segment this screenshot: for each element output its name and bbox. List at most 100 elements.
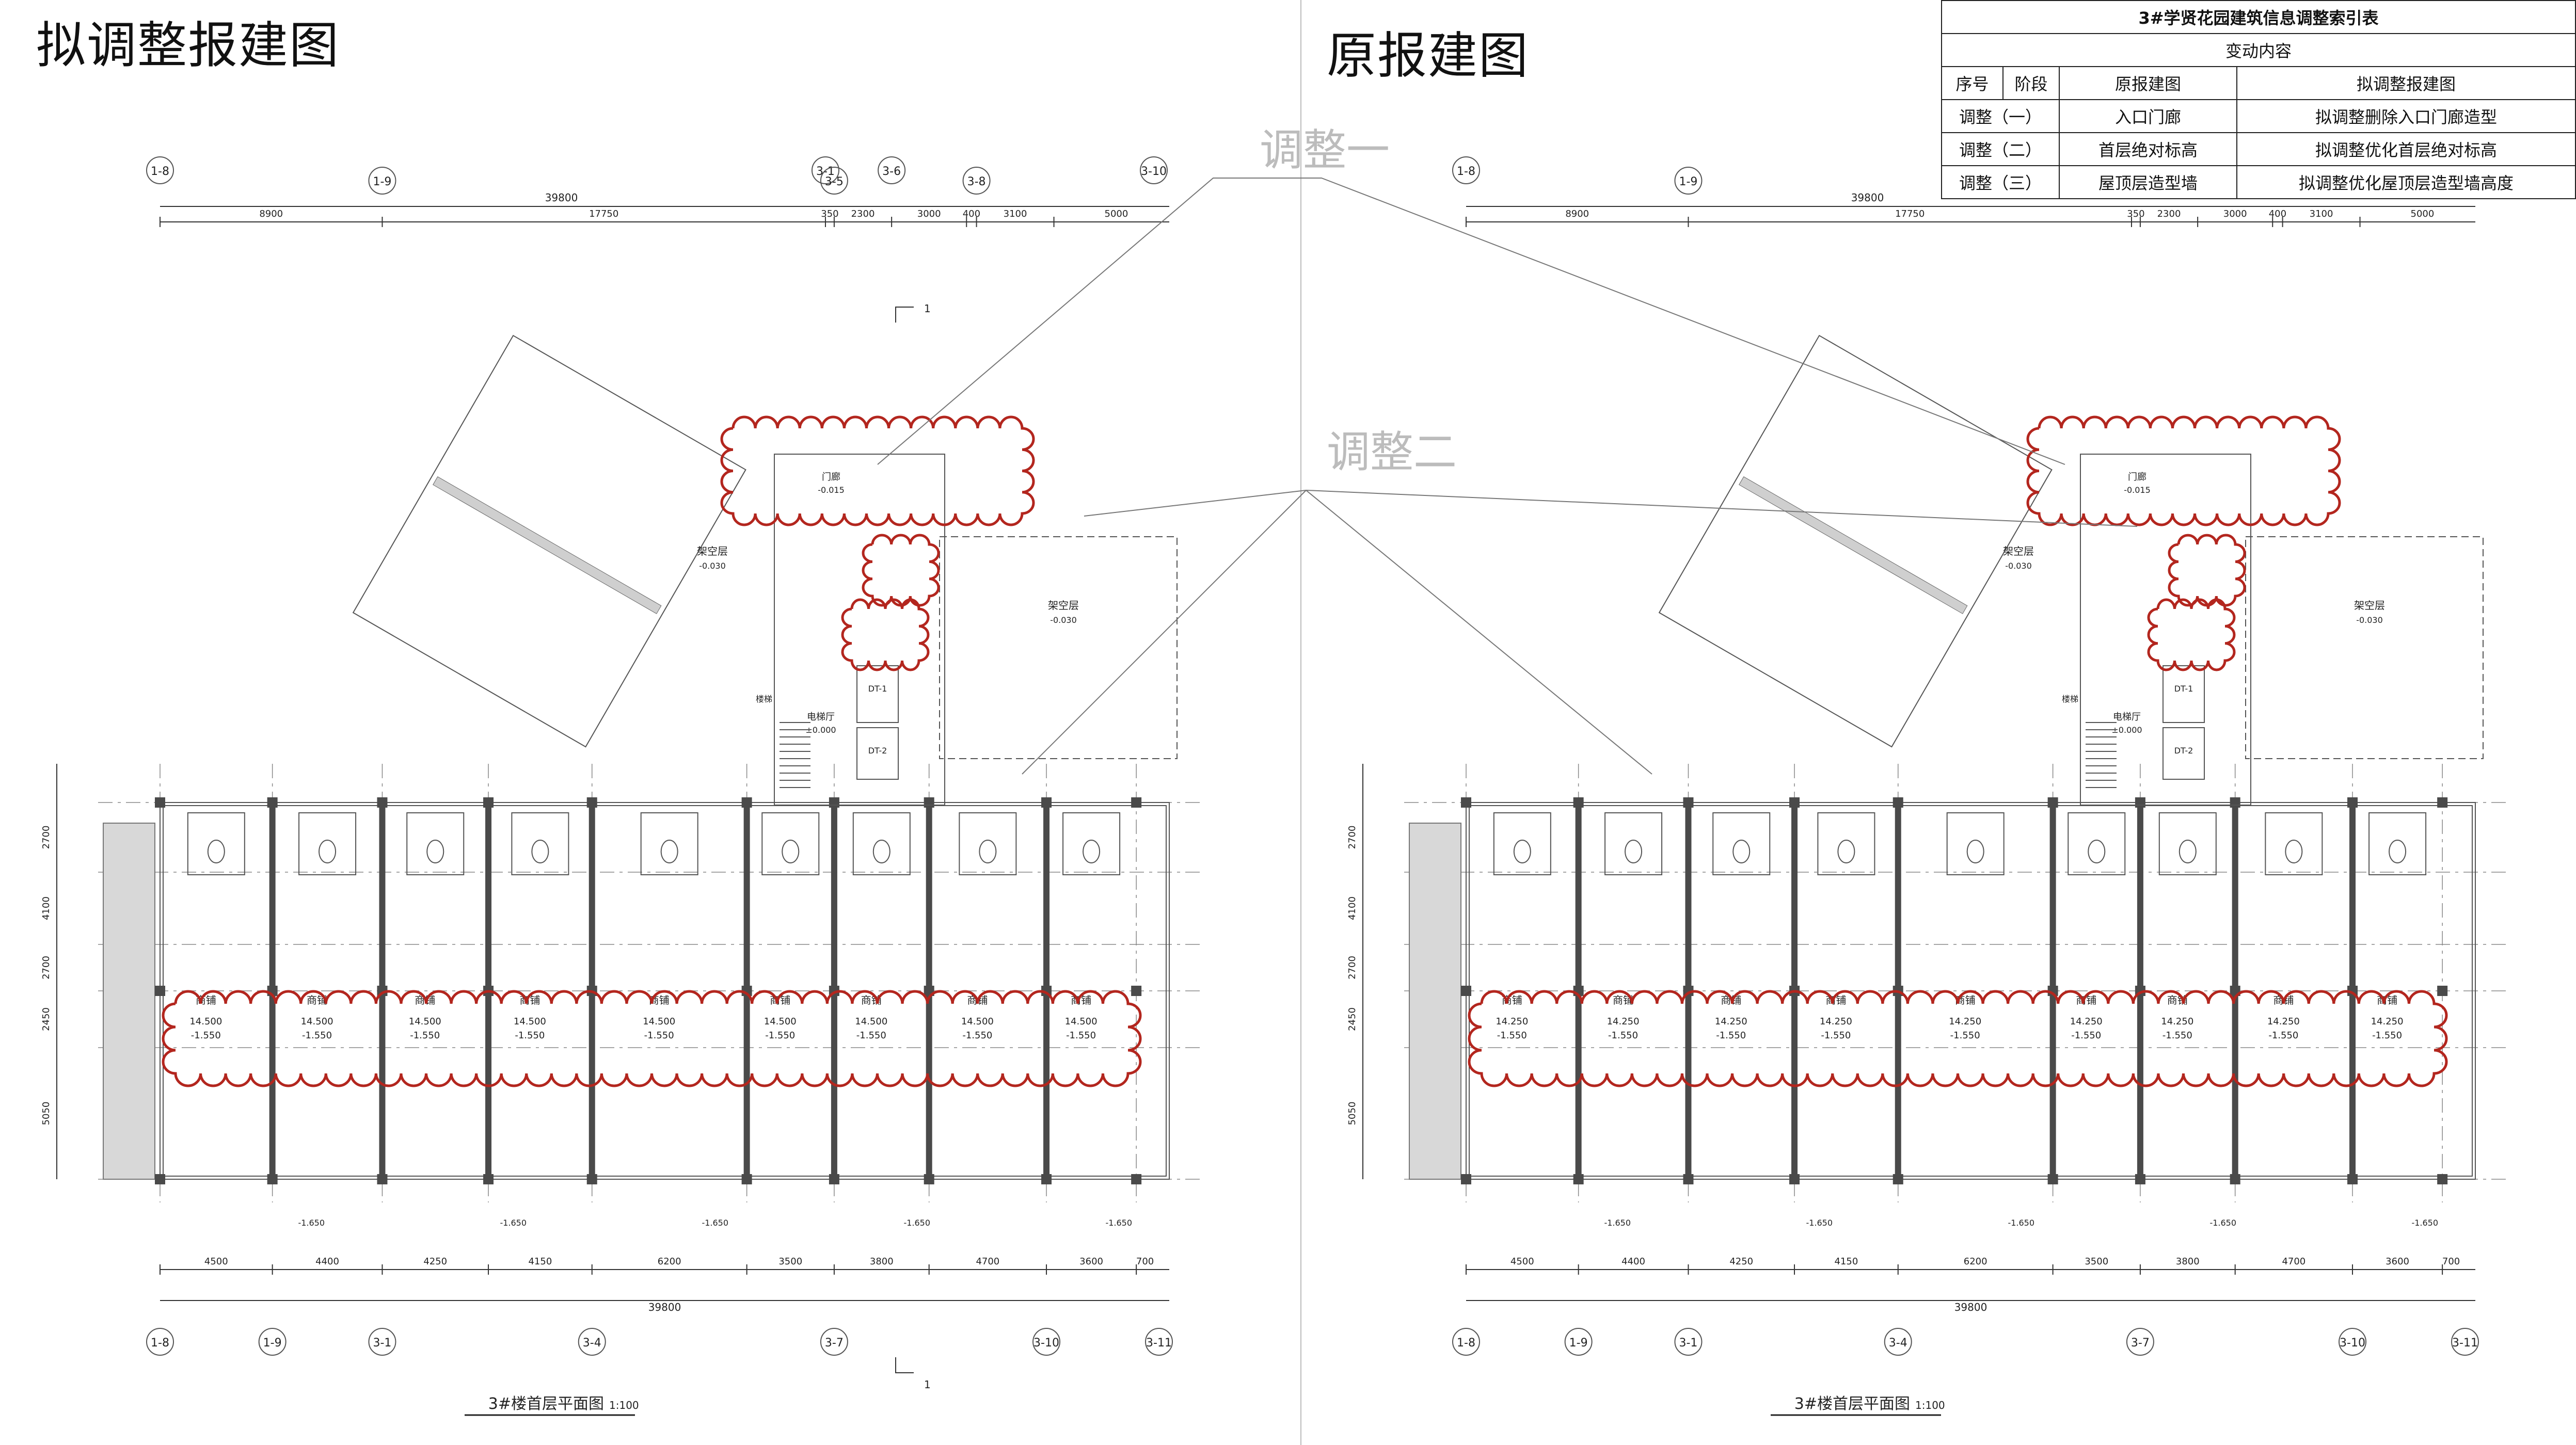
axis-bubble [2339,1328,2367,1356]
axis-bubble [1032,1328,1061,1356]
dimension-value: 400 [2269,208,2286,219]
column [1893,1174,1903,1184]
elevator-shaft [856,727,899,780]
dimension-value: 6200 [658,1256,681,1267]
column [1789,797,1800,808]
core-outline [2080,454,2251,806]
annotation-leaders [877,178,2138,775]
section-mark-label: 1 [924,302,931,315]
dimension-value: 8900 [1565,208,1589,219]
dimension-value: 3100 [1004,208,1027,219]
column [2347,797,2358,808]
axis-label: 3-11 [1146,1337,1172,1350]
dimension-value: 350 [2127,208,2144,219]
section-mark-bottom [895,1357,914,1373]
shop-level-bottom: -1.550 [1497,1030,1527,1041]
elevator-label: DT-1 [868,684,887,694]
wing-window-band [433,476,662,614]
adjustment-index-table: 3#学贤花园建筑信息调整索引表 变动内容 序号 阶段 原报建图 拟调整报建图 调… [1941,0,2576,199]
column [1683,1174,1694,1184]
shop-level-top: 14.250 [1820,1016,1852,1027]
dimension-value: 3500 [2085,1256,2108,1267]
axis-label: 3-11 [2452,1337,2478,1350]
toilet-fixture [1732,840,1751,863]
column [741,1174,752,1184]
header-original: 原报建图 [2059,66,2237,100]
section-mark-label: 1 [924,1378,931,1391]
original-plan-heading: 原报建图 [1327,27,1529,85]
row-original: 首层绝对标高 [2059,132,2237,166]
elevator-label: DT-2 [868,746,887,756]
entry-level: ±0.000 [805,725,836,735]
shop-level-bottom: -1.550 [644,1030,674,1041]
dimension-value: 350 [821,208,838,219]
axis-label: 1-9 [263,1337,282,1350]
column [829,1174,839,1184]
adjust-2-label: 调整二 [1327,427,1457,477]
dimension-value: 400 [963,208,980,219]
axis-label: 1-9 [1569,1337,1588,1350]
adjust-1-label: 调整一 [1260,125,1390,175]
column [586,797,597,808]
column [377,797,388,808]
revision-cloud-level-a [862,534,940,607]
shop-level-top: 14.250 [1949,1016,1981,1027]
toilet-room [959,812,1017,875]
shop-level-top: 14.500 [409,1016,441,1027]
shop-level-bottom: -1.550 [1608,1030,1638,1041]
row-proposed: 拟调整优化首层绝对标高 [2236,132,2576,166]
column [829,797,839,808]
shop-level-top: 14.500 [855,1016,887,1027]
dimension-value: 4150 [528,1256,552,1267]
toilet-room [2158,812,2217,875]
dimension-value: 4500 [1510,1256,1534,1267]
column [155,797,165,808]
dimension-value: 2300 [2157,208,2181,219]
shop-level-bottom: -1.550 [1821,1030,1851,1041]
plan-title: 3#楼首层平面图 [1794,1395,1910,1413]
shop-level-top: 14.250 [2161,1016,2193,1027]
outdoor-level: -1.650 [1604,1218,1631,1228]
outdoor-level: -1.650 [2008,1218,2034,1228]
outdoor-level: -1.650 [500,1218,527,1228]
shop-level-bottom: -1.550 [1066,1030,1096,1041]
elevator-shaft [856,665,899,723]
toilet-room [1604,812,1663,875]
core-outline [774,454,945,806]
toilet-room [1817,812,1875,875]
dimension-value: 3000 [2223,208,2247,219]
shop-level-top: 14.250 [1607,1016,1640,1027]
axis-bubble [1884,1328,1912,1356]
axis-label: 3-6 [882,165,901,178]
elevator-label: DT-2 [2174,746,2193,756]
original-floor-plan: 商铺14.250-1.550商铺14.250-1.550商铺14.250-1.5… [1347,156,2506,1416]
dimension-value: 3100 [2310,208,2333,219]
dimension-value: 17750 [589,208,618,219]
dimension-total: 39800 [1851,191,1884,204]
axis-label: 3-7 [2131,1337,2150,1350]
dimension-value: 5000 [2411,208,2435,219]
void-label: 架空层 [1048,599,1079,612]
axis-bubble [1452,156,1480,184]
toilet-room [852,812,911,875]
elevator-label: DT-1 [2174,684,2193,694]
toilet-room [1712,812,1771,875]
dimension-value: 4250 [423,1256,447,1267]
elevator-shaft [2162,727,2205,780]
axis-label: 3-7 [825,1337,844,1350]
axis-bubble [820,167,848,195]
outdoor-level: -1.650 [1105,1218,1132,1228]
toilet-room [1493,812,1551,875]
dimension-value: 2700 [41,956,52,980]
dimension-value: 2700 [1347,826,1358,849]
shop-level-top: 14.500 [301,1016,333,1027]
axis-bubble [2451,1328,2479,1356]
porch-level: -0.015 [818,485,845,495]
column [1461,797,1471,808]
row-seq: 调整（三） [1941,165,2060,199]
stair-label: 楼梯 [2062,694,2078,704]
column [2347,1174,2358,1184]
column [483,1174,494,1184]
row-seq: 调整（二） [1941,132,2060,166]
